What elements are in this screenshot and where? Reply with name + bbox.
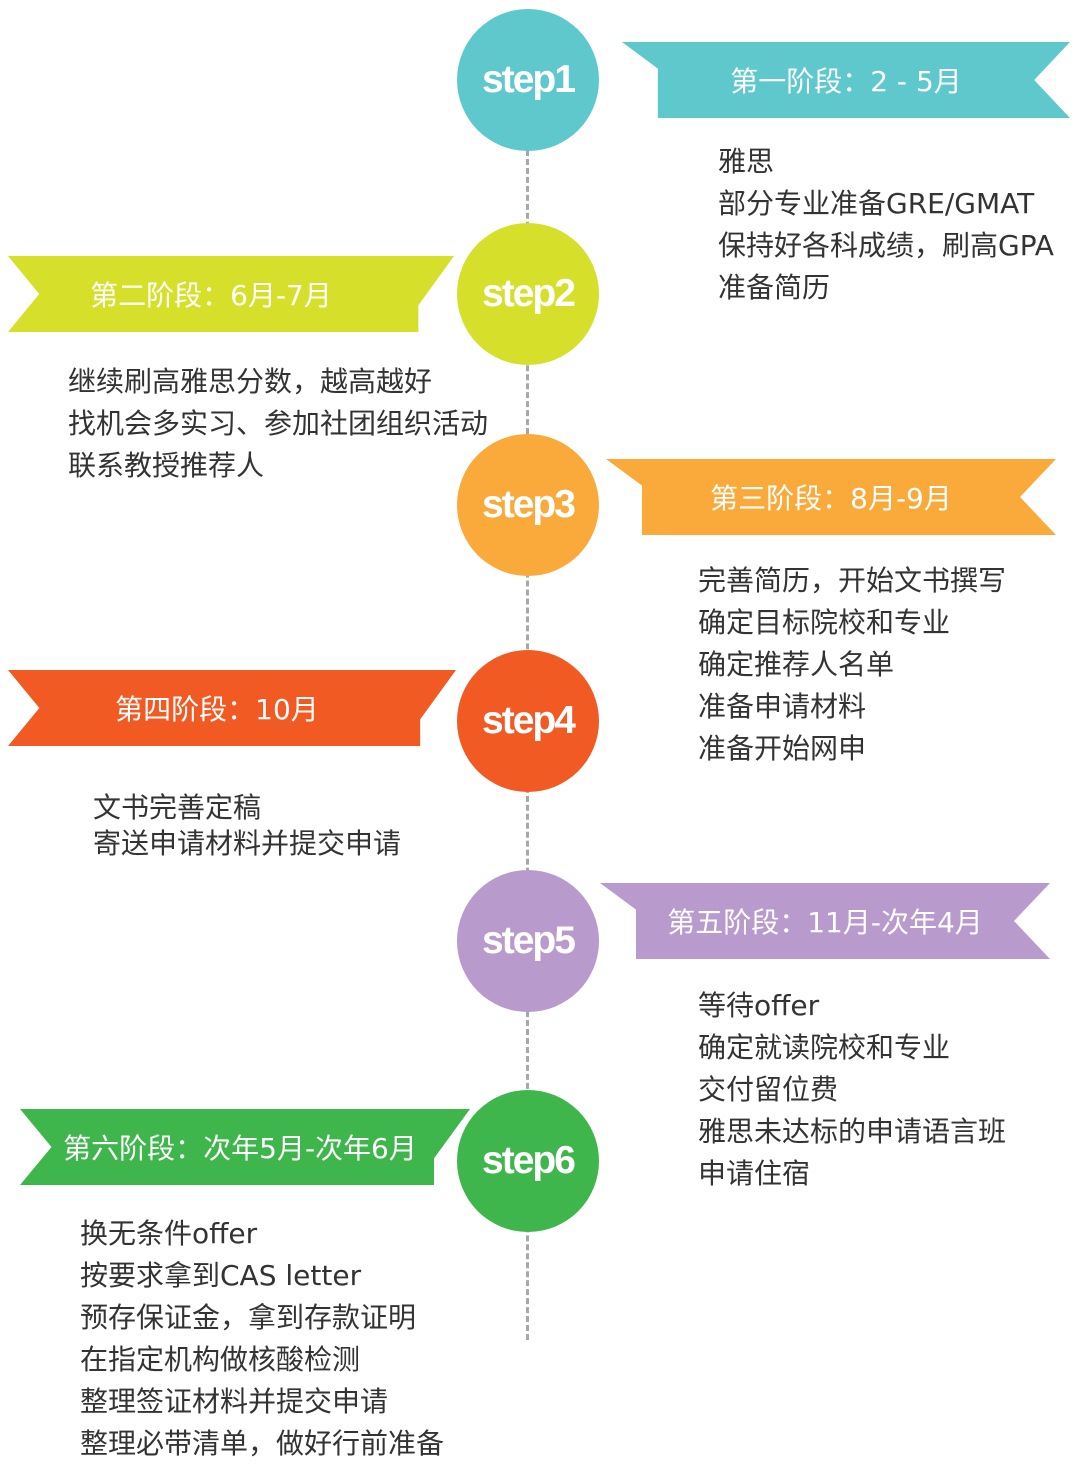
stage-4-title: 第四阶段：10月 bbox=[115, 693, 319, 726]
list-item: 准备申请材料 bbox=[698, 690, 867, 723]
step-1-label: step1 bbox=[482, 58, 576, 101]
stage-1-title: 第一阶段：2 - 5月 bbox=[730, 65, 962, 98]
step-6-label: step6 bbox=[482, 1139, 576, 1182]
stage-3-banner: 第三阶段：8月-9月 bbox=[606, 459, 1056, 535]
list-item: 在指定机构做核酸检测 bbox=[80, 1343, 361, 1376]
list-item: 准备简历 bbox=[718, 271, 831, 304]
list-item: 整理必带清单，做好行前准备 bbox=[80, 1427, 445, 1460]
step-4-circle: step4 bbox=[457, 650, 599, 792]
stage-5-items: 等待offer 确定就读院校和专业 交付留位费 雅思未达标的申请语言班 申请住宿 bbox=[698, 985, 1006, 1195]
stage-3-items: 完善简历，开始文书撰写 确定目标院校和专业 确定推荐人名单 准备申请材料 准备开… bbox=[698, 560, 1006, 770]
stage-1-items: 雅思 部分专业准备GRE/GMAT 保持好各科成绩，刷高GPA 准备简历 bbox=[718, 141, 1054, 309]
stage-2-items: 继续刷高雅思分数，越高越好 找机会多实习、参加社团组织活动 联系教授推荐人 bbox=[68, 361, 488, 487]
step-2-label: step2 bbox=[482, 272, 576, 315]
step-6-circle: step6 bbox=[457, 1090, 599, 1232]
step-1-circle: step1 bbox=[457, 9, 599, 151]
list-item: 雅思 bbox=[718, 145, 775, 178]
list-item: 保持好各科成绩，刷高GPA bbox=[718, 229, 1054, 262]
list-item: 文书完善定稿 bbox=[93, 791, 262, 824]
list-item: 继续刷高雅思分数，越高越好 bbox=[68, 365, 433, 398]
stage-6-items: 换无条件offer 按要求拿到CAS letter 预存保证金，拿到存款证明 在… bbox=[80, 1213, 444, 1465]
list-item: 交付留位费 bbox=[698, 1073, 839, 1106]
stage-1-banner: 第一阶段：2 - 5月 bbox=[622, 42, 1070, 118]
step-3-circle: step3 bbox=[457, 434, 599, 576]
list-item: 确定就读院校和专业 bbox=[698, 1031, 951, 1064]
list-item: 准备开始网申 bbox=[698, 732, 867, 765]
stage-2-banner: 第二阶段：6月-7月 bbox=[8, 256, 454, 332]
step-2-circle: step2 bbox=[457, 223, 599, 365]
list-item: 雅思未达标的申请语言班 bbox=[698, 1115, 1007, 1148]
list-item: 预存保证金，拿到存款证明 bbox=[80, 1301, 417, 1334]
stage-6-title: 第六阶段：次年5月-次年6月 bbox=[63, 1132, 417, 1165]
stage-4-banner: 第四阶段：10月 bbox=[8, 670, 456, 746]
stage-4-items: 文书完善定稿 寄送申请材料并提交申请 bbox=[93, 790, 401, 862]
stage-3-title: 第三阶段：8月-9月 bbox=[710, 482, 952, 515]
list-item: 等待offer bbox=[698, 989, 820, 1022]
step-5-label: step5 bbox=[482, 919, 576, 962]
stage-5-banner: 第五阶段：11月-次年4月 bbox=[600, 883, 1050, 959]
list-item: 找机会多实习、参加社团组织活动 bbox=[68, 407, 489, 440]
stage-2-title: 第二阶段：6月-7月 bbox=[90, 279, 332, 312]
step-3-label: step3 bbox=[482, 483, 576, 526]
list-item: 换无条件offer bbox=[80, 1217, 258, 1250]
list-item: 申请住宿 bbox=[698, 1157, 811, 1190]
list-item: 完善简历，开始文书撰写 bbox=[698, 564, 1007, 597]
list-item: 部分专业准备GRE/GMAT bbox=[718, 187, 1035, 220]
stage-6-banner: 第六阶段：次年5月-次年6月 bbox=[20, 1109, 470, 1185]
list-item: 确定推荐人名单 bbox=[698, 648, 895, 681]
step-5-circle: step5 bbox=[457, 870, 599, 1012]
list-item: 按要求拿到CAS letter bbox=[80, 1259, 362, 1292]
list-item: 整理签证材料并提交申请 bbox=[80, 1385, 389, 1418]
list-item: 联系教授推荐人 bbox=[68, 449, 265, 482]
list-item: 确定目标院校和专业 bbox=[698, 606, 951, 639]
step-4-label: step4 bbox=[482, 699, 576, 742]
stage-5-title: 第五阶段：11月-次年4月 bbox=[667, 906, 983, 939]
list-item: 寄送申请材料并提交申请 bbox=[93, 827, 402, 860]
